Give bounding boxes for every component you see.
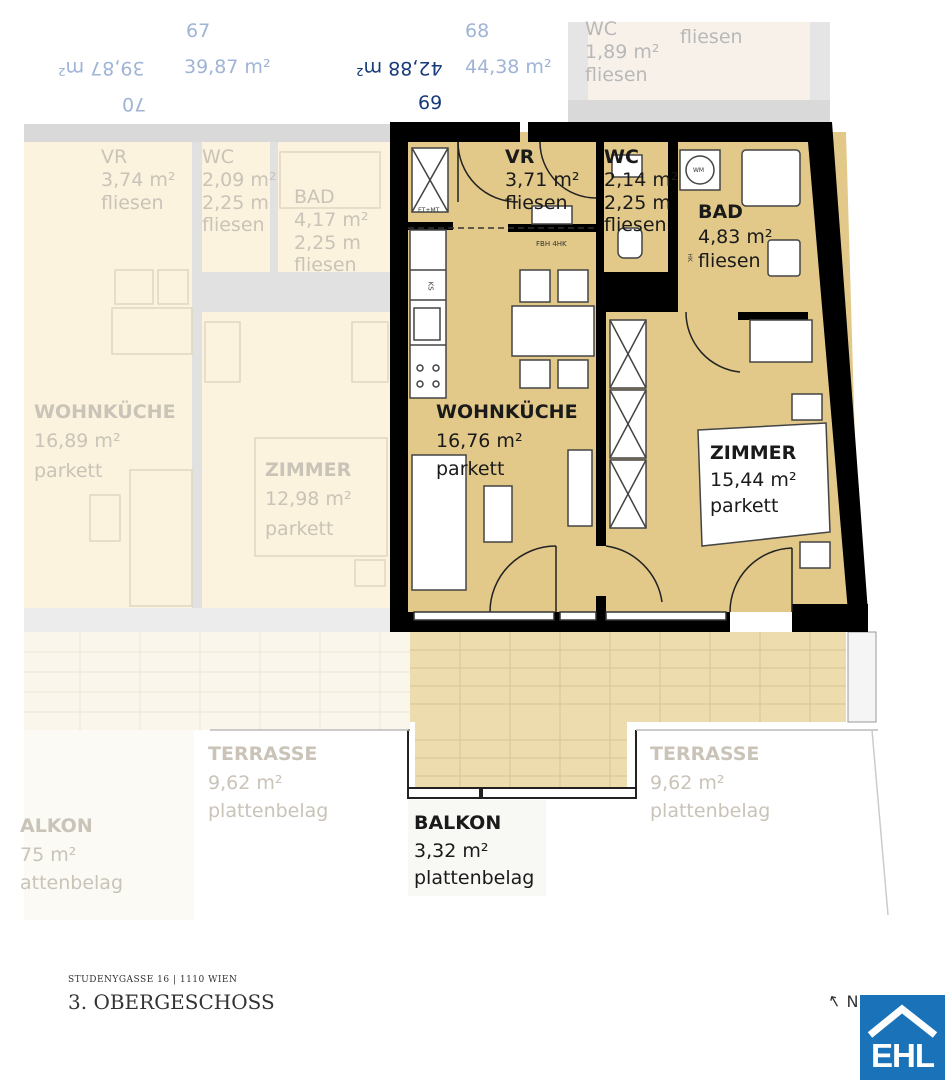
wohnkueche-floor: parkett — [436, 458, 505, 480]
wc-top-area: 1,89 m² — [585, 40, 660, 63]
north-arrow-icon: ↑ — [824, 989, 846, 1014]
neighbor-wall-bath — [270, 142, 278, 272]
north-indicator: ↑ N — [824, 990, 859, 1013]
bad-left-height: 2,25 m — [294, 231, 361, 254]
vr-floor: fliesen — [505, 191, 568, 214]
terrasse-left-name: TERRASSE — [208, 743, 318, 765]
unit-70-area: 39,87 m² — [58, 56, 145, 79]
wc-left-area: 2,09 m² — [202, 168, 277, 191]
wc-left-name: WC — [202, 146, 235, 168]
ks-mark: KS — [426, 281, 435, 291]
wohnkueche-name: WOHNKÜCHE — [436, 401, 578, 423]
wohn-left-floor: parkett — [34, 459, 103, 482]
terrasse-right-name: TERRASSE — [650, 743, 760, 765]
neighbor-unit-70-fill — [24, 140, 390, 610]
bad-left-area: 4,17 m² — [294, 208, 369, 231]
unit-68-area: 44,38 m² — [465, 56, 552, 78]
zimmer-floor: parkett — [710, 495, 779, 518]
ehl-logo: EHL — [860, 995, 945, 1080]
unit-67-area: 39,87 m² — [184, 56, 271, 78]
wohn-left-name: WOHNKÜCHE — [34, 401, 176, 423]
neighbor-wall-bottom — [24, 608, 390, 632]
balkon-left-name: ALKON — [20, 815, 93, 837]
bad-left-floor: fliesen — [294, 254, 357, 277]
terrace-left-tiles — [24, 632, 410, 920]
wc-name: WC — [604, 146, 639, 168]
bad-floor: fliesen — [698, 250, 761, 273]
vr-left-name: VR — [101, 146, 128, 168]
unit-69-kitchen — [409, 229, 447, 399]
footer-address: STUDENYGASSE 16 | 1110 WIEN — [68, 975, 238, 985]
unit-70-number: 70 — [122, 92, 147, 115]
terrasse-right-area: 9,62 m² — [650, 771, 725, 794]
zimmer-left-floor: parkett — [265, 517, 334, 540]
wc-floor: fliesen — [604, 214, 667, 237]
unit-69-doors — [457, 141, 793, 613]
neighbor-furniture — [89, 151, 389, 607]
hk-mark: HK — [685, 253, 693, 262]
north-label: N — [846, 992, 859, 1011]
bad-left-name: BAD — [294, 186, 335, 208]
unit-69-wardrobe — [609, 319, 647, 529]
wc-top-name: WC — [585, 18, 618, 40]
unit-69-windows — [413, 611, 727, 621]
house-logo-icon — [867, 1004, 938, 1038]
balkon-name: BALKON — [414, 812, 502, 834]
wc-area: 2,14 m² — [604, 168, 679, 191]
bad-name: BAD — [698, 201, 743, 223]
wc-left-height: 2,25 m — [202, 191, 269, 214]
neighbor-unit-68-wall — [568, 100, 830, 122]
vr-area: 3,71 m² — [505, 168, 580, 191]
zimmer-area: 15,44 m² — [710, 468, 797, 491]
balcony-label-bg — [408, 800, 546, 896]
logo-text: EHL — [871, 1037, 935, 1074]
balkon-area: 3,32 m² — [414, 839, 489, 862]
unit-69-terrace — [210, 631, 878, 799]
neighbor-unit-68-gray — [568, 22, 588, 122]
wc-top-floor: fliesen — [585, 63, 648, 86]
balkon-left-floor: attenbelag — [20, 872, 124, 894]
zimmer-left-area: 12,98 m² — [265, 488, 352, 511]
wc-left-floor: fliesen — [202, 214, 265, 237]
wc-top-floor-2: fliesen — [680, 26, 743, 48]
unit-67-number: 67 — [186, 20, 211, 42]
balkon-left-area: 75 m² — [20, 843, 77, 866]
vr-left-floor: fliesen — [101, 191, 164, 214]
wohn-left-area: 16,89 m² — [34, 430, 121, 453]
neighbor-wall-top — [24, 124, 390, 142]
unit-69-furniture — [411, 269, 831, 591]
fbh-mark: FBH 4HK — [536, 240, 567, 248]
bad-area: 4,83 m² — [698, 225, 773, 248]
terrasse-right-floor: plattenbelag — [650, 800, 771, 822]
wohnkueche-area: 16,76 m² — [436, 429, 523, 452]
footer-floor: 3. OBERGESCHOSS — [68, 990, 275, 1014]
neighbor-wall-h — [192, 272, 390, 312]
site-boundary — [871, 729, 889, 916]
neighbor-wall-mid — [192, 142, 202, 612]
et-mt-mark: ET+MT — [418, 207, 440, 214]
vr-name: VR — [505, 146, 535, 168]
terrasse-left-area: 9,62 m² — [208, 771, 283, 794]
wm-mark: WM — [693, 167, 705, 174]
neighbor-unit-68-gray-right — [810, 22, 830, 122]
unit-69-fixtures — [411, 147, 801, 277]
unit-69-number: 69 — [418, 92, 443, 114]
terrasse-left-floor: plattenbelag — [208, 800, 329, 822]
balkon-floor: plattenbelag — [414, 867, 535, 890]
unit-68-number: 68 — [465, 20, 490, 42]
wc-height: 2,25 m — [604, 191, 671, 214]
unit-69-area: 42,88 m² — [356, 56, 443, 79]
vr-left-area: 3,74 m² — [101, 168, 176, 191]
zimmer-left-name: ZIMMER — [265, 459, 352, 481]
zimmer-name: ZIMMER — [710, 442, 797, 464]
